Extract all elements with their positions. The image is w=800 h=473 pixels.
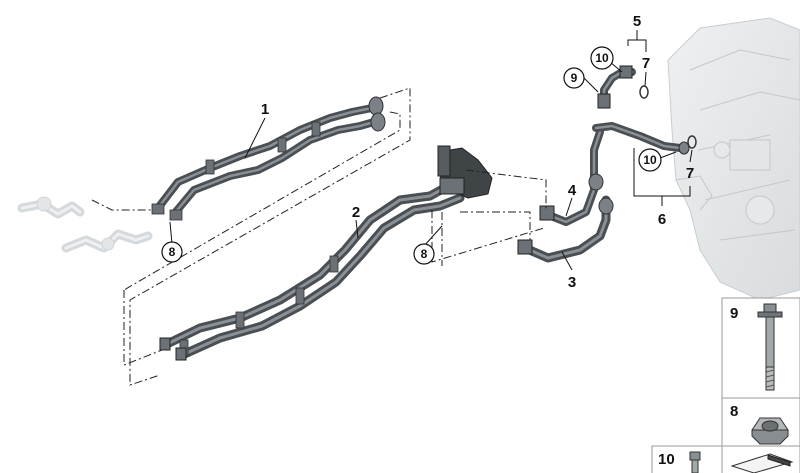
svg-text:8: 8 [730,403,738,420]
ghost-hoses [17,196,153,253]
circled-callout-10-lower: 10 [638,148,662,172]
callout-7-lower: 7 [686,165,694,182]
callout-2: 2 [352,204,360,221]
bolt-and-seal-icon [689,451,794,473]
callout-3: 3 [568,274,576,291]
callout-1: 1 [261,101,269,118]
callout-4: 4 [568,182,577,199]
svg-text:9: 9 [730,305,738,322]
o-ring-7b[interactable] [687,135,697,149]
hex-nut-icon [751,417,789,445]
callout-7-upper: 7 [642,55,650,72]
hose-assembly-2[interactable] [159,145,493,361]
parts-panel-10[interactable]: 10 [651,445,800,473]
parts-panel-8[interactable]: 8 [721,397,800,447]
hose-6[interactable] [592,122,690,155]
callout-5: 5 [633,13,641,30]
circled-callout-9: 9 [563,67,585,89]
svg-text:8: 8 [421,247,428,261]
hose-5[interactable] [597,65,636,109]
svg-text:10: 10 [658,451,675,468]
callout-6: 6 [658,211,666,228]
parts-panel-9[interactable]: 9 [721,297,800,399]
callout-leaders [169,30,693,271]
hose-4[interactable] [539,128,604,226]
o-ring-7a[interactable] [639,85,649,99]
circled-callout-10-upper: 10 [590,46,614,70]
circled-callout-8-center: 8 [413,243,435,265]
bolt-icon [757,303,783,391]
circled-callout-8-left: 8 [161,241,183,263]
svg-text:10: 10 [643,153,657,167]
engine-block [667,17,800,301]
assembly-lines [91,87,547,386]
svg-text:9: 9 [571,71,578,85]
hose-assembly-1[interactable] [151,96,386,221]
svg-text:8: 8 [169,245,176,259]
svg-text:10: 10 [595,51,609,65]
hose-3[interactable] [517,195,614,263]
